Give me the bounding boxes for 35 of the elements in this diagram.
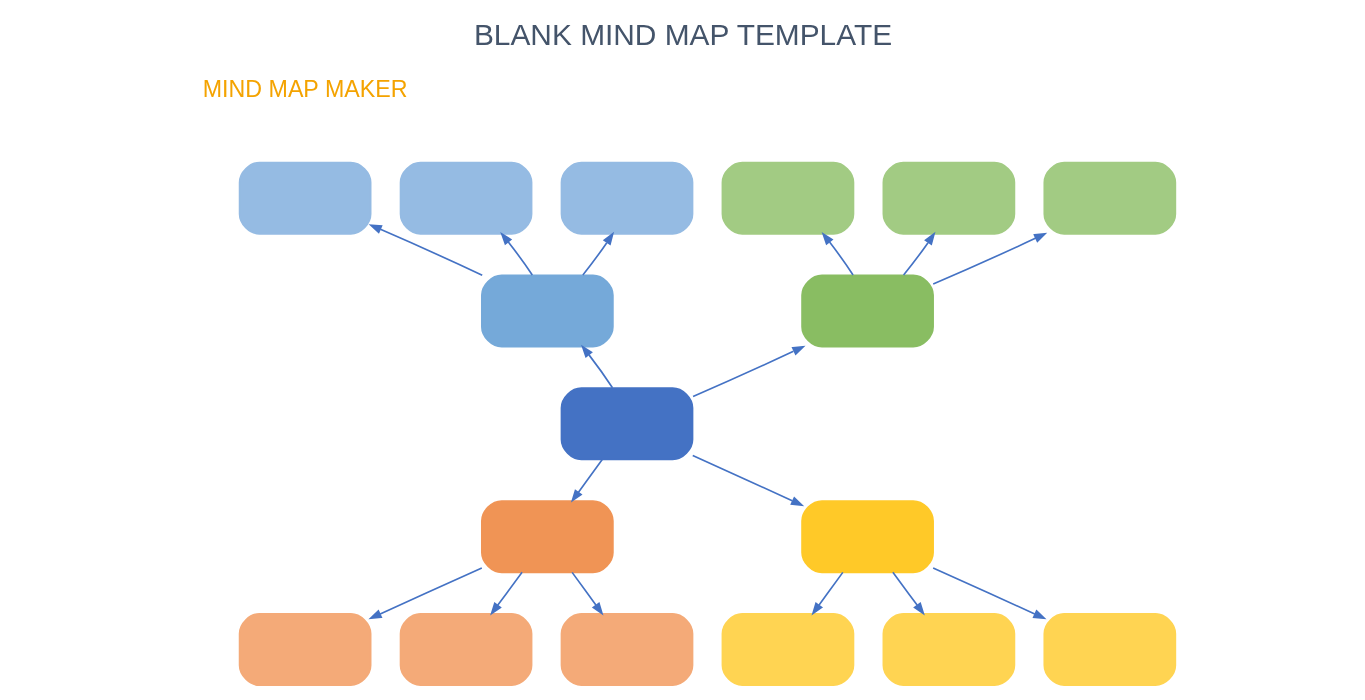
- node-box: [238, 612, 371, 686]
- node-box: [560, 161, 693, 235]
- arrow: [580, 344, 613, 389]
- arrow: [691, 454, 804, 507]
- node-box: [238, 161, 371, 235]
- arrow: [811, 571, 844, 616]
- node-box: [480, 274, 614, 348]
- arrow: [570, 571, 603, 616]
- node-box: [721, 161, 854, 235]
- arrow: [891, 571, 925, 616]
- arrow: [367, 567, 483, 620]
- label: MIND MAP MAKER: [202, 76, 407, 103]
- arrow: [931, 567, 1046, 620]
- node-box: [721, 612, 854, 686]
- node-box: [560, 387, 693, 461]
- node-box: [399, 161, 532, 235]
- diagram-title: BLANK MIND MAP TEMPLATE: [473, 18, 892, 52]
- arrow: [499, 231, 533, 276]
- node-box: [399, 612, 532, 686]
- arrow: [581, 231, 614, 276]
- arrow: [489, 571, 523, 616]
- node-box: [480, 500, 614, 574]
- node-box: [882, 161, 1015, 235]
- node-box: [882, 612, 1015, 686]
- node-box: [1042, 612, 1176, 686]
- node-box: [800, 500, 934, 574]
- node-box: [1042, 161, 1176, 235]
- node-box: [800, 274, 934, 348]
- arrow: [931, 232, 1047, 285]
- arrow: [368, 224, 483, 276]
- arrow: [691, 345, 805, 398]
- arrow: [902, 231, 935, 276]
- arrow: [821, 231, 854, 276]
- arrow: [570, 458, 603, 503]
- node-box: [560, 612, 693, 686]
